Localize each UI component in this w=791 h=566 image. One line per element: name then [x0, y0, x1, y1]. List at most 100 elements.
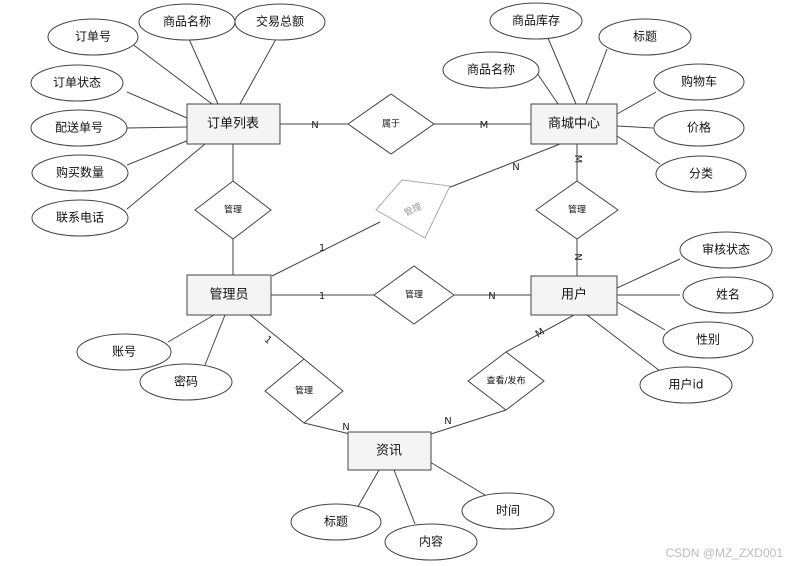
edge-attr	[585, 48, 608, 105]
attr-user-review-status: 审核状态	[679, 231, 773, 269]
svg-text:订单号: 订单号	[75, 30, 111, 44]
entity-mall-center: 商城中心	[530, 103, 618, 145]
edge-attr	[167, 314, 215, 343]
attr-order-delivery-no: 配送单号	[30, 109, 128, 147]
edge-attr	[126, 143, 206, 210]
edge-attr	[616, 258, 681, 289]
attr-mall-category: 分类	[655, 155, 747, 193]
svg-text:价格: 价格	[687, 120, 711, 135]
svg-text:商品库存: 商品库存	[512, 13, 560, 28]
entity-news: 资讯	[347, 431, 432, 471]
edge-attr	[126, 91, 188, 119]
svg-text:订单状态: 订单状态	[53, 76, 101, 90]
svg-text:用户: 用户	[561, 287, 587, 303]
card-admin-news: 1	[262, 334, 274, 347]
svg-text:购买数量: 购买数量	[56, 165, 104, 180]
attr-news-time: 时间	[461, 492, 555, 530]
edge-attr	[188, 38, 219, 105]
svg-text:资讯: 资讯	[376, 444, 402, 459]
svg-text:姓名: 姓名	[716, 287, 740, 302]
edge-attr	[616, 301, 666, 331]
svg-text:商品名称: 商品名称	[467, 62, 515, 77]
edge-attr	[126, 126, 188, 129]
relation-view-publish: 查看/发布	[467, 351, 545, 411]
entity-admin: 管理员	[186, 274, 272, 316]
attr-mall-stock: 商品库存	[489, 2, 583, 40]
svg-text:性别: 性别	[696, 333, 720, 347]
svg-text:商城中心: 商城中心	[548, 117, 600, 132]
svg-text:内容: 内容	[419, 534, 443, 549]
edge-user-view	[505, 314, 575, 353]
edge-attr	[616, 135, 661, 165]
svg-text:管理: 管理	[568, 204, 586, 216]
edge-attr	[126, 39, 213, 105]
card-mall-admin: N	[512, 162, 519, 173]
svg-text:管理: 管理	[405, 289, 423, 301]
card-mall-user: M	[572, 155, 583, 164]
svg-text:标题: 标题	[324, 515, 348, 529]
edge-faded-manage-mall	[447, 143, 561, 189]
svg-text:管理: 管理	[295, 385, 313, 397]
attr-news-title: 标题	[290, 503, 382, 541]
attr-admin-password: 密码	[139, 363, 233, 401]
attr-user-id: 用户id	[639, 366, 733, 404]
edge-attr	[586, 314, 661, 372]
card-user-admin: N	[488, 291, 495, 302]
edge-attr	[239, 38, 277, 105]
edge-attr	[547, 37, 577, 105]
attr-mall-product-name: 商品名称	[442, 51, 540, 89]
svg-text:联系电话: 联系电话	[56, 211, 104, 225]
card-user-news: M	[534, 327, 547, 341]
attr-mall-price: 价格	[653, 109, 745, 147]
svg-text:订单列表: 订单列表	[207, 117, 259, 132]
svg-text:管理: 管理	[224, 204, 242, 216]
svg-text:账号: 账号	[112, 345, 136, 359]
edge-attr	[393, 469, 416, 525]
svg-text:配送单号: 配送单号	[55, 120, 103, 135]
cardinality-labels: N M 1 N M N 1 N 1 N N M	[262, 120, 583, 433]
attr-mall-title: 标题	[598, 18, 692, 56]
relation-manage-news: 管理	[264, 358, 344, 424]
svg-text:管理员: 管理员	[209, 288, 248, 303]
relation-manage-order: 管理	[194, 180, 272, 240]
svg-text:时间: 时间	[496, 504, 520, 518]
entity-user: 用户	[530, 275, 618, 316]
attr-order-phone: 联系电话	[31, 199, 129, 237]
svg-text:用户id: 用户id	[669, 377, 704, 392]
edge-attr	[616, 125, 654, 129]
edge-attr	[536, 72, 559, 105]
edge-attr	[429, 461, 486, 496]
entity-order-list: 订单列表	[186, 103, 281, 145]
edge-attr	[126, 139, 190, 166]
attr-user-gender: 性别	[662, 321, 754, 359]
edge-attr	[616, 91, 657, 115]
edge-admin-faded-manage	[271, 221, 381, 277]
edge-manage-news	[303, 422, 351, 435]
svg-text:审核状态: 审核状态	[702, 242, 750, 257]
attr-admin-account: 账号	[76, 333, 172, 371]
svg-text:购物车: 购物车	[681, 74, 717, 89]
svg-text:分类: 分类	[689, 167, 713, 181]
attr-news-content: 内容	[384, 523, 478, 561]
attr-order-total: 交易总额	[234, 3, 326, 41]
attr-order-quantity: 购买数量	[31, 154, 129, 192]
card-admin-user: 1	[319, 291, 325, 302]
svg-text:密码: 密码	[174, 374, 198, 389]
card-order-belongs: N	[311, 120, 318, 131]
edge-attr	[355, 469, 380, 511]
attr-user-name: 姓名	[682, 276, 774, 314]
card-admin-mall: 1	[319, 243, 325, 254]
attr-mall-cart: 购物车	[653, 63, 745, 101]
svg-text:交易总额: 交易总额	[256, 14, 304, 29]
svg-text:商品名称: 商品名称	[163, 14, 211, 29]
card-user-mall: N	[572, 253, 583, 260]
attr-order-status: 订单状态	[30, 64, 124, 102]
attr-order-id: 订单号	[47, 18, 139, 56]
relation-manage-mall-user: 管理	[535, 180, 619, 240]
watermark: CSDN @MZ_ZXD001	[665, 546, 783, 560]
edges	[126, 37, 681, 525]
attr-order-product-name: 商品名称	[138, 3, 236, 41]
relation-manage-mall-admin: 管理	[375, 179, 451, 239]
card-mall-belongs: M	[480, 120, 489, 131]
